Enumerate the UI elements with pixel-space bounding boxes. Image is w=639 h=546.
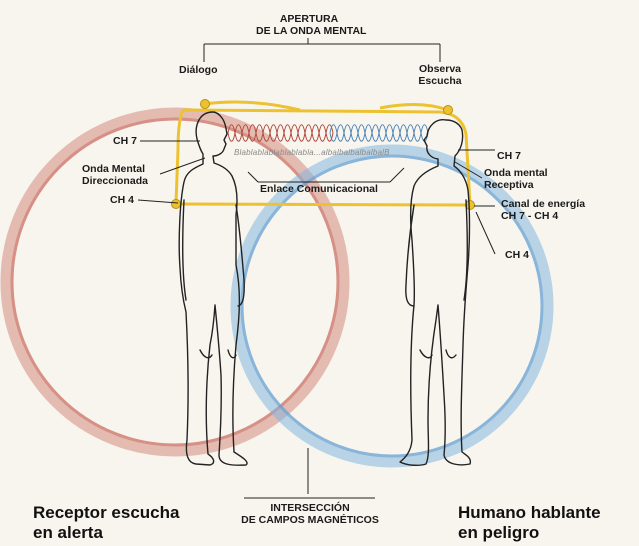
receptor-caption: Receptor escucha en alerta (33, 503, 179, 543)
ch7-right-point (443, 105, 453, 115)
observa-escucha-label: Observa Escucha (410, 63, 470, 87)
leader-lines (137, 140, 496, 255)
ch4-left-label: CH 4 (110, 194, 134, 206)
onda-receptiva-label: Onda mental Receptiva (484, 167, 548, 191)
canal-line1: Canal de energía (501, 198, 586, 210)
interseccion-label: INTERSECCIÓN DE CAMPOS MAGNÉTICOS (235, 502, 385, 526)
yellow-channel (174, 100, 472, 207)
escucha-text: Escucha (418, 75, 462, 87)
right-human-figure (399, 119, 472, 467)
humano-line2: en peligro (458, 523, 540, 542)
receptor-line2: en alerta (33, 523, 103, 542)
onda-rec-line1: Onda mental (484, 167, 548, 179)
onda-dir-line1: Onda Mental (82, 163, 146, 175)
ch7-left-point (200, 99, 210, 109)
apertura-title: APERTURA DE LA ONDA MENTAL (256, 13, 367, 37)
left-human-figure (178, 111, 248, 466)
ch4-right-label: CH 4 (505, 249, 529, 261)
inter-line2: DE CAMPOS MAGNÉTICOS (241, 514, 379, 526)
red-magnetic-field (0, 107, 350, 457)
ch4-left-point (171, 199, 181, 209)
blue-magnetic-field-inner (240, 154, 544, 458)
onda-rec-line2: Receptiva (484, 179, 534, 191)
red-magnetic-field-inner (10, 117, 340, 447)
humano-caption: Humano hablante en peligro (458, 503, 601, 543)
ch7-right-label: CH 7 (497, 150, 521, 162)
interseccion-bracket (244, 448, 375, 499)
observa-text: Observa (418, 63, 462, 75)
onda-direccionada-label: Onda Mental Direccionada (82, 163, 148, 187)
dialogo-label: Diálogo (179, 64, 218, 76)
canal-energia-label: Canal de energía CH 7 - CH 4 (501, 198, 585, 222)
ch7-left-label: CH 7 (113, 135, 137, 147)
blabla-text: Blablablablablablabla...albalbalbalbalba… (234, 148, 390, 157)
apertura-line1: APERTURA (279, 13, 339, 25)
enlace-label: Enlace Comunicacional (260, 183, 378, 195)
blue-magnetic-field (230, 144, 554, 468)
chakra-points (171, 99, 475, 210)
humano-line1: Humano hablante (458, 503, 601, 522)
spring-wave (227, 124, 429, 142)
onda-dir-line2: Direccionada (82, 175, 148, 187)
receptor-line1: Receptor escucha (33, 503, 180, 522)
apertura-line2: DE LA ONDA MENTAL (256, 25, 367, 37)
canal-line2: CH 7 - CH 4 (501, 210, 559, 222)
apertura-bracket (203, 38, 441, 62)
inter-line1: INTERSECCIÓN (270, 502, 350, 514)
